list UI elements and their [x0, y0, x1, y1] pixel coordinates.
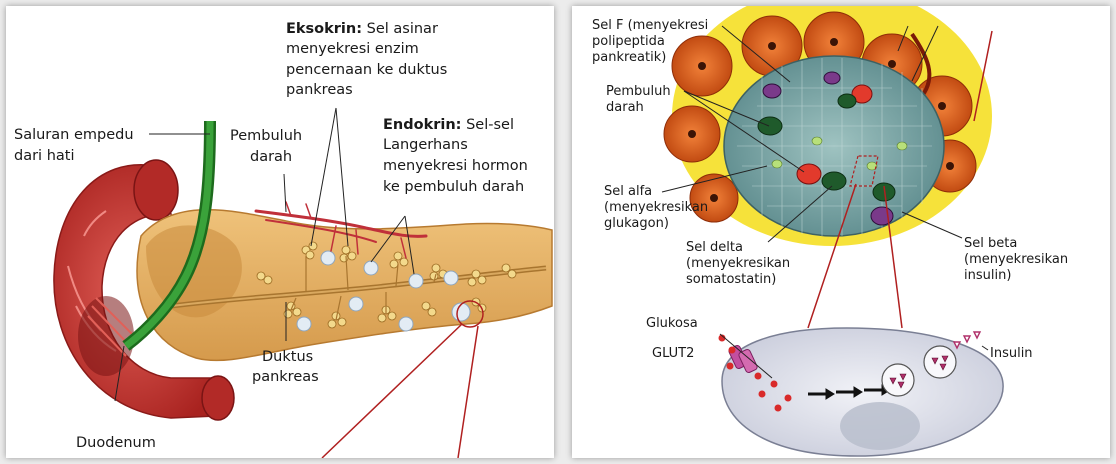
- saluran-empedu-line2: dari hati: [14, 147, 74, 165]
- sel-beta-line3: insulin): [964, 268, 1011, 284]
- sel-beta-line1: Sel beta: [964, 236, 1017, 252]
- eksokrin-title: Eksokrin:: [286, 21, 362, 37]
- sel-delta-line1: Sel delta: [686, 240, 743, 256]
- sel-beta-line2: (menyekresikan: [964, 252, 1068, 268]
- islet-of-langerhans: [664, 6, 992, 246]
- pembuluh-darah-line2: darah: [250, 148, 292, 166]
- glut2-label: GLUT2: [652, 346, 694, 362]
- pembuluh-darah-right-line1: Pembuluh: [606, 84, 671, 100]
- glukosa-label: Glukosa: [646, 316, 698, 332]
- pancreas-anatomy-illustration: [6, 6, 554, 458]
- sel-f-line2: polipeptida: [592, 34, 665, 50]
- eksokrin-line2: menyekresi enzim: [286, 40, 419, 58]
- eksokrin-line1: Sel asinar: [367, 21, 438, 37]
- endokrin-line3: menyekresi hormon: [383, 157, 528, 175]
- insulin-label: Insulin: [990, 346, 1033, 362]
- endokrin-label: Endokrin: Sel-sel: [383, 116, 514, 134]
- pancreas-anatomy-panel: Eksokrin: Sel asinar menyekresi enzim pe…: [6, 6, 554, 458]
- sel-delta-line2: (menyekresikan: [686, 256, 790, 272]
- endokrin-line4: ke pembuluh darah: [383, 178, 524, 196]
- saluran-empedu-line1: Saluran empedu: [14, 126, 134, 144]
- sel-alfa-line3: glukagon): [604, 216, 669, 232]
- sel-delta-line3: somatostatin): [686, 272, 776, 288]
- pembuluh-darah-right-line2: darah: [606, 100, 644, 116]
- released-insulin: [954, 332, 980, 348]
- islet-detail-panel: Sel F (menyekresi polipeptida pankreatik…: [572, 6, 1110, 458]
- duktus-pankreas-line2: pankreas: [252, 368, 319, 386]
- sel-alfa-line2: (menyekresikan: [604, 200, 708, 216]
- eksokrin-line4: pankreas: [286, 81, 353, 99]
- endokrin-line2: Langerhans: [383, 136, 468, 154]
- sel-alfa-line1: Sel alfa: [604, 184, 652, 200]
- beta-cell: [719, 328, 1004, 456]
- islet-illustration: [572, 6, 1110, 458]
- sel-f-line1: Sel F (menyekresi: [592, 18, 708, 34]
- eksokrin-label: Eksokrin: Sel asinar: [286, 20, 438, 38]
- endokrin-line1: Sel-sel: [466, 117, 514, 133]
- duktus-pankreas-line1: Duktus: [262, 348, 313, 366]
- endokrin-title: Endokrin:: [383, 117, 461, 133]
- pembuluh-darah-line1: Pembuluh: [230, 127, 302, 145]
- sel-f-line3: pankreatik): [592, 50, 666, 66]
- duodenum-label: Duodenum: [76, 434, 156, 452]
- eksokrin-line3: pencernaan ke duktus: [286, 61, 447, 79]
